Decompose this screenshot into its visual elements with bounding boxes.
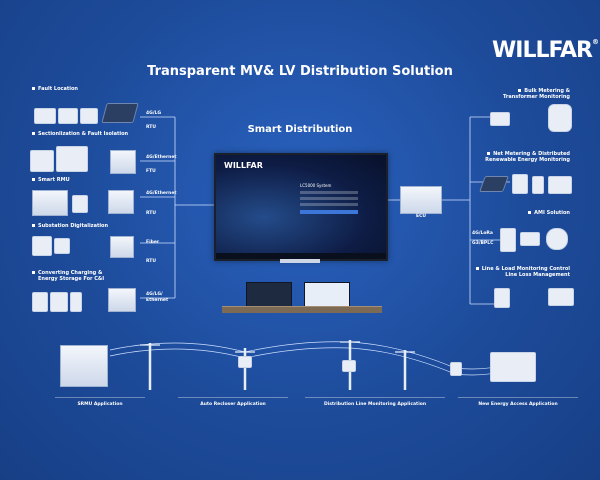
section-sectionalization: Sectionlization & Fault Isolation	[32, 131, 128, 137]
brand-logo: WILLFAR®	[492, 38, 599, 63]
diagram-title: Transparent MV& LV Distribution Solution	[147, 64, 453, 79]
bottom-label-srmu: SRMU Application	[55, 397, 145, 407]
sensor-icon	[72, 195, 88, 213]
section-bulk-metering: Bulk Metering &	[518, 88, 570, 94]
section-smart-rmu: Smart RMU	[32, 177, 70, 183]
protocol-ami-line1: 4G/LoRa	[472, 231, 493, 236]
recloser-icon	[56, 146, 88, 172]
section-ami: AMI Solution	[528, 210, 570, 216]
smart-meter-icon	[500, 228, 516, 252]
transformer-icon	[548, 104, 572, 132]
meter-box-icon	[520, 232, 540, 246]
bottom-label-new-energy: New Energy Access Application	[458, 397, 578, 407]
section-line-load: Line & Load Monitoring Control	[475, 266, 570, 272]
inverter-icon	[512, 174, 528, 194]
ecu-label: ECU	[416, 214, 427, 219]
username-field[interactable]	[300, 191, 358, 194]
net-meter-icon	[532, 176, 544, 194]
section-line-load-line2: Line Loss Management	[505, 272, 570, 278]
ci-cabinet-icon	[108, 288, 136, 312]
section-net-metering-line2: Renewable Energy Monitoring	[485, 157, 570, 163]
device-substation: RTU	[146, 259, 156, 264]
storage-icon	[50, 292, 68, 312]
charger-icon	[32, 292, 48, 312]
protocol-ami-line2: G3/BPLC	[472, 241, 494, 246]
device-smart-rmu: RTU	[146, 211, 156, 216]
password-field[interactable]	[300, 197, 358, 200]
desk	[222, 306, 382, 313]
rtu-cabinet-icon	[108, 190, 134, 214]
device-fault-location: RTU	[146, 125, 156, 130]
access-meter-icon	[450, 362, 462, 376]
monitor-stand	[280, 259, 320, 263]
monitor-screen: WILLFAR LC5000 System	[214, 153, 388, 261]
captcha-field[interactable]	[300, 203, 358, 206]
fault-sensor-icon	[58, 108, 78, 124]
solar-rtu-icon	[101, 103, 139, 123]
ecu-cabinet-icon	[400, 186, 442, 214]
protocol-smart-rmu: 4G/Ethernet	[146, 191, 177, 196]
fault-indicator-icon	[34, 108, 56, 124]
system-title: LC5000 System	[300, 183, 332, 188]
protocol-fault-location: 4G/LG	[146, 111, 162, 116]
login-button[interactable]	[300, 210, 358, 214]
section-bulk-metering-line2: Transformer Monitoring	[503, 94, 570, 100]
section-substation: Substation Digitalization	[32, 223, 108, 229]
breaker-icon	[548, 288, 574, 306]
monitor-logo: WILLFAR	[224, 161, 263, 170]
bulk-meter-icon	[490, 112, 510, 126]
taskbar	[216, 253, 386, 259]
relay-icon	[54, 238, 70, 254]
device-sectionalization: FTU	[146, 169, 156, 174]
protocol-converting-line1: 4G/LG/	[146, 292, 163, 297]
section-fault-location: Fault Location	[32, 86, 78, 92]
round-meter-icon	[546, 228, 568, 250]
protocol-substation: Fiber	[146, 240, 160, 245]
line-monitor-icon	[342, 360, 356, 372]
recloser-pole-icon	[238, 356, 252, 368]
sensor-clamp-icon	[80, 108, 98, 124]
ftu-cabinet-icon	[110, 150, 136, 174]
laptop-right	[304, 282, 350, 308]
center-subtitle: Smart Distribution	[247, 124, 353, 135]
protocol-sectionalization: 4G/Ethernet	[146, 155, 177, 160]
section-converting-charging-line2: Energy Storage For C&I	[38, 276, 105, 282]
substation-rtu-icon	[110, 236, 134, 258]
house-icon	[548, 176, 572, 194]
section-converting-charging: Converting Charging &	[32, 270, 102, 276]
ev-charger-icon	[70, 292, 82, 312]
login-panel: LC5000 System	[300, 183, 358, 223]
laptop-left	[246, 282, 292, 308]
bottom-label-recloser: Auto Recloser Application	[178, 397, 288, 407]
section-net-metering: Net Metering & Distributed	[487, 151, 570, 157]
monitoring-terminal-icon	[494, 288, 510, 308]
srmu-cabinet-icon	[60, 345, 108, 387]
meter-icon	[32, 236, 52, 256]
rmu-unit-icon	[32, 190, 68, 216]
switch-icon	[30, 150, 54, 172]
protocol-converting-line2: Ethernet	[146, 298, 169, 303]
bottom-label-line-monitoring: Distribution Line Monitoring Application	[305, 397, 445, 407]
houses-icon	[490, 352, 536, 382]
